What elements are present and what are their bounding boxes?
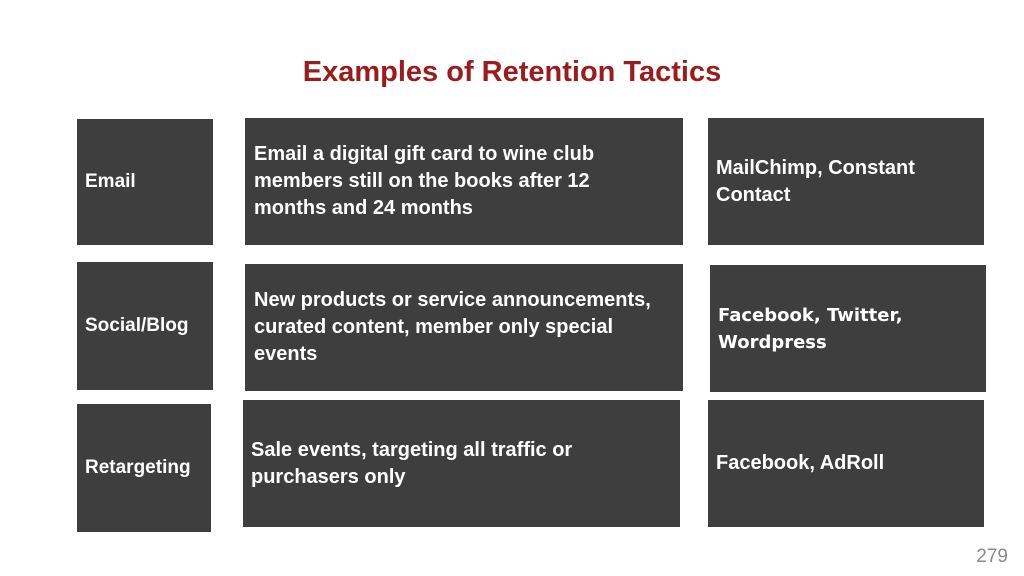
slide-title: Examples of Retention Tactics: [302, 56, 722, 88]
description-text: Sale events, targeting all traffic or pu…: [251, 438, 573, 488]
label-box-social-blog: Social/Blog: [77, 262, 213, 390]
tools-text: MailChimp, Constant Contact: [716, 156, 915, 206]
label-text: Social/Blog: [85, 315, 189, 336]
description-box-email: Email a digital gift card to wine club m…: [245, 118, 683, 245]
description-text: New products or service announcements, c…: [254, 289, 651, 365]
description-box-social-blog: New products or service announcements, c…: [245, 264, 683, 391]
description-box-retargeting: Sale events, targeting all traffic or pu…: [243, 400, 680, 527]
page-number: 279: [976, 546, 1008, 567]
tools-box-social-blog: Facebook, Twitter, Wordpress: [710, 265, 986, 392]
tools-text: Facebook, Twitter, Wordpress: [718, 304, 903, 353]
label-text: Retargeting: [85, 457, 191, 478]
label-box-email: Email: [77, 119, 213, 245]
description-text: Email a digital gift card to wine club m…: [254, 143, 595, 219]
tools-text: Facebook, AdRoll: [716, 452, 885, 474]
tools-box-email: MailChimp, Constant Contact: [708, 118, 984, 245]
label-text: Email: [85, 171, 136, 192]
tools-box-retargeting: Facebook, AdRoll: [708, 400, 984, 527]
label-box-retargeting: Retargeting: [77, 404, 211, 532]
